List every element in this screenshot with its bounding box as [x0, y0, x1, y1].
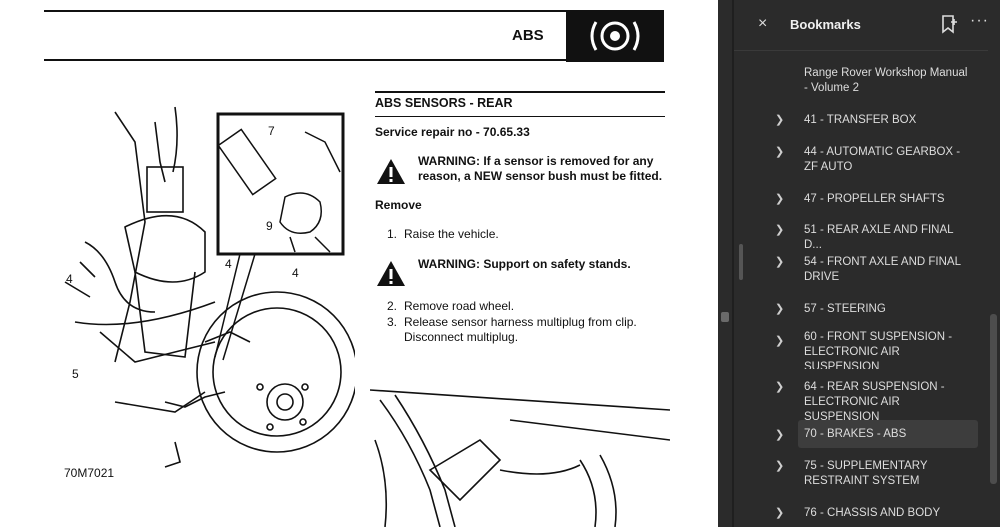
step-release-harness: Release sensor harness multiplug from cl…	[404, 315, 637, 344]
bookmark-item[interactable]: 54 - FRONT AXLE AND FINAL DRIVE	[798, 252, 978, 288]
rear-axle-sensor-illustration	[64, 106, 355, 468]
callout-label: 4	[292, 266, 299, 280]
bookmark-item[interactable]: 76 - CHASSIS AND BODY	[798, 503, 978, 524]
callout-label: 7	[268, 124, 275, 138]
header-bottom-rule	[44, 59, 664, 61]
bookmark-label: 47 - PROPELLER SHAFTS	[804, 193, 945, 205]
panel-title: Bookmarks	[790, 17, 861, 32]
warning-triangle-icon	[376, 260, 406, 287]
bookmark-item[interactable]: 57 - STEERING	[798, 299, 978, 320]
bookmark-item[interactable]: 44 - AUTOMATIC GEARBOX - ZF AUTO	[798, 142, 978, 178]
chevron-right-icon[interactable]: ❯	[775, 429, 785, 441]
add-bookmark-button[interactable]	[940, 14, 958, 34]
callout-label: 4	[66, 272, 73, 286]
bookmark-item[interactable]: 47 - PROPELLER SHAFTS	[798, 189, 978, 210]
chevron-right-icon[interactable]: ❯	[775, 256, 785, 268]
bookmark-item-selected[interactable]: 70 - BRAKES - ABS	[798, 420, 978, 448]
bookmark-label: 54 - FRONT AXLE AND FINAL DRIVE	[804, 256, 961, 283]
chevron-right-icon[interactable]: ❯	[775, 507, 785, 519]
bookmarks-header: × Bookmarks ···	[734, 0, 1000, 51]
section-top-rule	[375, 91, 665, 93]
bookmark-label: 51 - REAR AXLE AND FINAL D...	[804, 224, 954, 251]
header-title: ABS	[512, 27, 544, 44]
bookmark-item[interactable]: 41 - TRANSFER BOX	[798, 110, 978, 131]
bookmark-label: 57 - STEERING	[804, 303, 886, 315]
chevron-right-icon[interactable]: ❯	[775, 335, 785, 347]
bookmark-label: 70 - BRAKES - ABS	[804, 428, 907, 440]
step-raise-vehicle: Raise the vehicle.	[404, 227, 499, 241]
callout-label: 9	[266, 219, 273, 233]
document-scrollbar[interactable]	[718, 0, 732, 527]
bookmark-item[interactable]: 75 - SUPPLEMENTARY RESTRAINT SYSTEM	[798, 456, 978, 492]
section-bottom-rule	[375, 116, 665, 117]
bookmark-item[interactable]: 60 - FRONT SUSPENSION - ELECTRONIC AIR S…	[798, 327, 978, 369]
chevron-right-icon[interactable]: ❯	[775, 114, 785, 126]
step-number: 2.	[387, 299, 398, 313]
chevron-right-icon[interactable]: ❯	[775, 193, 785, 205]
harness-illustration	[370, 389, 670, 527]
callout-label: 4	[225, 257, 232, 271]
bookmark-root[interactable]: Range Rover Workshop Manual - Volume 2	[804, 67, 968, 94]
step-number: 1.	[387, 227, 398, 241]
bookmark-label: 41 - TRANSFER BOX	[804, 114, 917, 126]
document-scroll-thumb[interactable]	[721, 312, 729, 322]
bookmarks-scrollbar[interactable]	[988, 50, 1000, 527]
step-remove-wheel: Remove road wheel.	[404, 299, 515, 313]
chevron-right-icon[interactable]: ❯	[775, 146, 785, 158]
service-repair-number: Service repair no - 70.65.33	[375, 125, 530, 139]
bookmark-label: 75 - SUPPLEMENTARY RESTRAINT SYSTEM	[804, 460, 928, 487]
bookmark-label: 44 - AUTOMATIC GEARBOX - ZF AUTO	[804, 146, 961, 173]
warning-triangle-icon	[376, 158, 406, 185]
document-view[interactable]: ABS ABS SENSORS - REAR Service repair no…	[0, 0, 720, 527]
chevron-right-icon[interactable]: ❯	[775, 460, 785, 472]
bookmark-label: 60 - FRONT SUSPENSION - ELECTRONIC AIR S…	[804, 331, 953, 369]
bookmark-label: 64 - REAR SUSPENSION - ELECTRONIC AIR SU…	[804, 381, 945, 423]
bookmark-label: 76 - CHASSIS AND BODY	[804, 507, 941, 519]
more-options-button[interactable]: ···	[970, 12, 989, 29]
warning-safety-stands: WARNING: Support on safety stands.	[418, 257, 631, 271]
figure-reference: 70M7021	[64, 466, 115, 480]
abs-logo-icon	[566, 10, 664, 62]
header-top-rule	[44, 10, 664, 12]
panel-resize-handle[interactable]	[739, 244, 743, 280]
step-number: 3.	[387, 315, 398, 329]
callout-label: 5	[72, 367, 79, 381]
section-title: ABS SENSORS - REAR	[375, 96, 513, 110]
bookmarks-panel: × Bookmarks ··· Range Rover Workshop Man…	[734, 0, 1000, 527]
bookmark-add-icon	[942, 15, 957, 34]
document-page: ABS ABS SENSORS - REAR Service repair no…	[0, 0, 718, 527]
close-button[interactable]: ×	[758, 15, 768, 32]
warning-sensor-bush: WARNING: If a sensor is removed for any …	[418, 154, 663, 183]
chevron-right-icon[interactable]: ❯	[775, 224, 785, 236]
chevron-right-icon[interactable]: ❯	[775, 303, 785, 315]
bookmark-item[interactable]: 51 - REAR AXLE AND FINAL D...	[798, 220, 978, 256]
remove-heading: Remove	[375, 198, 422, 212]
chevron-right-icon[interactable]: ❯	[775, 381, 785, 393]
bookmarks-scroll-thumb[interactable]	[990, 314, 997, 484]
